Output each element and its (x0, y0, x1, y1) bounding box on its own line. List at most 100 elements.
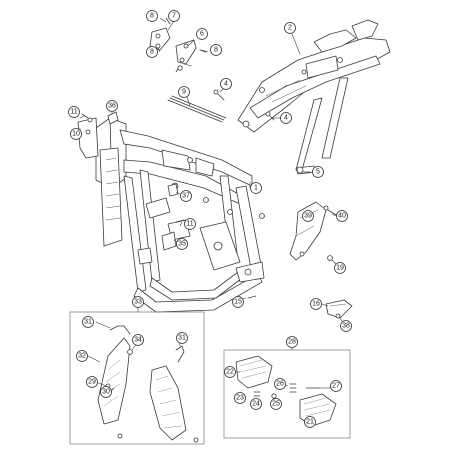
kit-box-33 (69, 311, 205, 445)
callout-15: 15 (232, 296, 244, 308)
clamp-31-left (109, 325, 131, 335)
callout-36: 36 (106, 100, 118, 112)
callout-37: 37 (180, 190, 192, 202)
svg-text:39: 39 (304, 213, 312, 220)
callout-8-right: 8 (210, 44, 222, 56)
callout-24: 24 (250, 398, 262, 410)
callout-21: 21 (304, 416, 316, 428)
svg-text:21: 21 (306, 419, 314, 426)
bracket-10 (77, 117, 99, 159)
svg-text:4: 4 (284, 115, 288, 122)
callout-6: 6 (196, 28, 208, 40)
screw-4-upper (213, 89, 225, 101)
callout-32: 32 (76, 350, 88, 362)
callout-1: 1 (250, 182, 262, 194)
callout-2: 2 (284, 22, 296, 34)
svg-text:29: 29 (88, 379, 96, 386)
callout-4-lower: 4 (280, 112, 292, 124)
svg-text:37: 37 (182, 193, 190, 200)
bracket-6 (175, 39, 197, 65)
svg-text:36: 36 (108, 103, 116, 110)
main-frame (95, 117, 265, 313)
screw-11-mid (175, 219, 185, 223)
callout-25: 25 (270, 398, 282, 410)
callout-22: 22 (224, 366, 236, 378)
nut-19 (327, 255, 333, 261)
callout-33: 33 (132, 296, 144, 308)
callout-8-left: 8 (146, 46, 158, 58)
kit-box-28 (223, 349, 351, 439)
svg-text:9: 9 (182, 89, 186, 96)
callout-4-upper: 4 (220, 78, 232, 90)
screw-15 (247, 295, 257, 299)
side-bracket-39 (289, 201, 327, 261)
callout-8-top: 8 (146, 10, 158, 22)
svg-text:4: 4 (224, 81, 228, 88)
washer-25 (271, 393, 277, 399)
svg-text:11: 11 (70, 109, 77, 116)
callout-30: 30 (100, 386, 112, 398)
svg-text:2: 2 (288, 25, 292, 32)
svg-text:33: 33 (134, 299, 142, 306)
svg-text:38: 38 (342, 323, 350, 330)
svg-text:35: 35 (178, 241, 186, 248)
callout-7: 7 (168, 10, 180, 22)
svg-text:8: 8 (214, 47, 218, 54)
svg-text:26: 26 (276, 381, 284, 388)
svg-text:34: 34 (134, 337, 142, 344)
callout-35: 35 (176, 238, 188, 250)
callout-19: 19 (334, 262, 346, 274)
svg-text:8: 8 (150, 49, 154, 56)
svg-text:31: 31 (84, 319, 92, 326)
part-36 (107, 111, 119, 125)
svg-text:16: 16 (312, 301, 320, 308)
svg-text:24: 24 (252, 401, 260, 408)
spring-26 (289, 383, 297, 393)
svg-text:30: 30 (102, 389, 110, 396)
svg-text:40: 40 (338, 213, 346, 220)
screw-30-bottom (117, 433, 199, 443)
callout-39: 39 (302, 210, 314, 222)
callout-40: 40 (336, 210, 348, 222)
callout-11-mid: 11 (184, 218, 196, 230)
part-37 (167, 183, 179, 197)
part-38 (335, 313, 341, 319)
svg-text:28: 28 (288, 339, 296, 346)
svg-text:19: 19 (336, 265, 344, 272)
part-16 (325, 299, 353, 319)
footpeg-left-22 (235, 355, 273, 389)
svg-text:1: 1 (254, 185, 258, 192)
callout-10: 10 (70, 128, 82, 140)
subframe (237, 19, 391, 175)
cable-9 (167, 95, 227, 123)
callout-29: 29 (86, 376, 98, 388)
callout-5: 5 (312, 166, 324, 178)
svg-text:15: 15 (234, 299, 242, 306)
clamp-31-right (175, 345, 185, 363)
screw-34 (127, 349, 133, 355)
callout-11-top: 11 (68, 106, 80, 118)
callout-34: 34 (132, 334, 144, 346)
callout-38: 38 (340, 320, 352, 332)
callout-28: 28 (286, 336, 298, 348)
svg-text:31: 31 (178, 335, 186, 342)
callout-16: 16 (310, 298, 322, 310)
svg-text:6: 6 (200, 31, 204, 38)
svg-text:25: 25 (272, 401, 280, 408)
svg-text:10: 10 (72, 131, 80, 138)
callout-9: 9 (178, 86, 190, 98)
callout-23: 23 (234, 392, 246, 404)
screw-8-set (165, 17, 207, 73)
guard-right-30 (149, 365, 187, 441)
callout-31-left: 31 (82, 316, 94, 328)
screw-11-top (81, 113, 93, 123)
svg-text:11: 11 (186, 221, 193, 228)
callout-26: 26 (274, 378, 286, 390)
svg-text:7: 7 (172, 13, 176, 20)
bracket-7 (149, 27, 171, 51)
part-35 (161, 231, 177, 251)
callout-27: 27 (330, 380, 342, 392)
svg-text:8: 8 (150, 13, 154, 20)
svg-text:5: 5 (316, 169, 320, 176)
